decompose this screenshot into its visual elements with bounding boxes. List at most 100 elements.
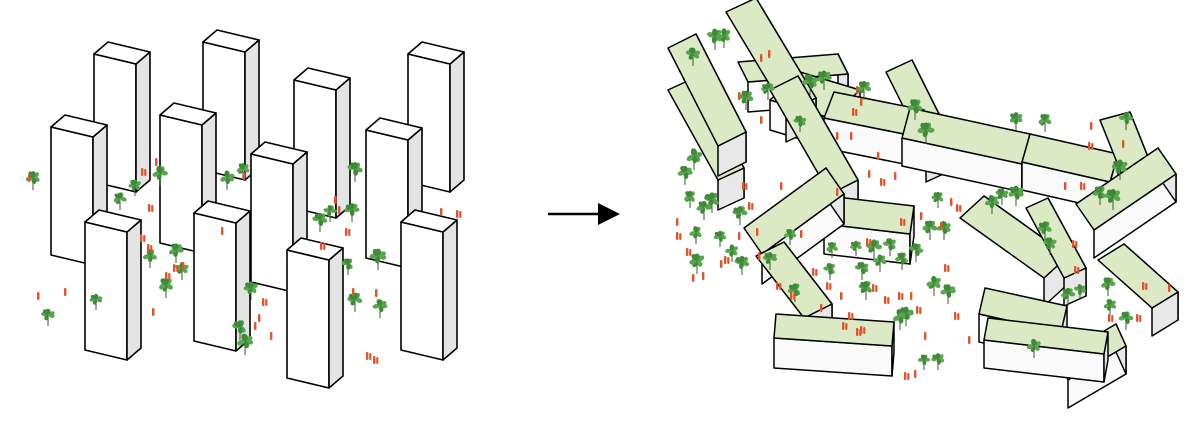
person-icon: [270, 332, 273, 340]
tree-icon: [1008, 185, 1024, 206]
person-icon: [836, 188, 839, 196]
tower-top-face: [84, 209, 142, 233]
tower-top-face: [293, 67, 351, 91]
tree-icon: [232, 320, 246, 340]
tree-icon: [922, 220, 938, 240]
person-icon: [1108, 314, 1114, 322]
person-icon: [1072, 240, 1078, 248]
green-roof: [773, 313, 895, 347]
tree-icon: [926, 275, 941, 296]
tower-front-face: [286, 249, 330, 389]
person-icon: [760, 54, 763, 62]
green-roof: [769, 75, 859, 195]
tree-icon: [917, 354, 931, 370]
tree-icon: [152, 166, 168, 186]
bar-building: [1097, 243, 1179, 337]
person-icon: [1136, 314, 1142, 322]
tree-icon: [826, 242, 838, 258]
tree-icon: [787, 283, 801, 302]
tree-icon: [341, 258, 353, 275]
tower-front-face: [84, 221, 128, 361]
person-icon: [373, 356, 379, 364]
tree-icon: [369, 248, 387, 270]
tree-icon: [732, 205, 748, 225]
tree-icon: [347, 162, 363, 182]
tree-icon: [734, 255, 750, 275]
person-icon: [790, 292, 796, 300]
person-icon: [954, 312, 960, 320]
person-icon: [842, 322, 848, 330]
person-icon: [724, 256, 730, 264]
person-icon: [155, 158, 158, 166]
tree-icon: [823, 263, 835, 280]
tree-icon: [41, 308, 55, 326]
person-icon: [872, 284, 878, 292]
tree-icon: [908, 243, 924, 262]
green-roof: [755, 241, 833, 319]
tower-top-face: [159, 102, 217, 126]
person-icon: [173, 264, 179, 272]
tree-icon: [1043, 237, 1057, 255]
tree-icon: [1037, 221, 1052, 240]
person-icon: [856, 328, 862, 336]
person-icon: [840, 292, 843, 300]
tree-icon: [866, 239, 883, 260]
person-icon: [758, 252, 761, 260]
green-roof: [983, 317, 1109, 355]
tower-top-face: [400, 209, 458, 233]
tower-side-face: [449, 51, 465, 193]
tree-icon: [347, 292, 363, 312]
person-icon: [898, 292, 904, 300]
tree-icon: [689, 226, 702, 244]
tower: [286, 237, 344, 389]
person-icon: [826, 282, 832, 290]
tree-icon: [1103, 299, 1117, 316]
person-icon: [1122, 140, 1125, 148]
tree-icon: [907, 99, 923, 120]
tree-icon: [873, 254, 887, 272]
person-icon: [868, 170, 871, 178]
person-icon: [140, 234, 146, 242]
tower-side-face: [328, 247, 344, 389]
tree-icon: [1111, 159, 1128, 180]
person-icon: [738, 92, 741, 100]
person-icon: [894, 172, 897, 180]
person-icon: [812, 268, 818, 276]
person-icon: [848, 312, 854, 320]
tree-icon: [793, 115, 807, 132]
person-icon: [64, 288, 67, 296]
bar-building: [667, 33, 747, 177]
tree-icon: [677, 165, 693, 185]
tree-icon: [1038, 113, 1052, 132]
person-icon: [366, 352, 372, 360]
tree-icon: [882, 238, 896, 256]
tower-top-face: [407, 41, 465, 65]
tree-icon: [801, 74, 819, 95]
person-icon: [182, 262, 185, 270]
tree-icon: [159, 277, 173, 298]
person-icon: [686, 248, 692, 256]
tree-icon: [312, 212, 328, 232]
after-interlocking-bar-layout: [667, 0, 1179, 409]
tree-icon: [738, 90, 754, 110]
tree-icon: [372, 299, 388, 318]
person-icon: [165, 272, 171, 280]
tower-side-face: [442, 219, 458, 361]
tree-icon: [686, 148, 703, 170]
person-icon: [916, 306, 922, 314]
person-icon: [884, 296, 890, 304]
tree-icon: [936, 220, 951, 240]
tree-icon: [89, 293, 103, 310]
green-roof: [743, 167, 845, 255]
tree-icon: [856, 80, 872, 100]
person-icon: [345, 228, 351, 236]
tree-icon: [783, 228, 797, 245]
tower-side-face: [126, 219, 142, 361]
tree-icon: [236, 163, 250, 180]
tree-icon: [220, 170, 235, 190]
tower-top-face: [93, 41, 151, 65]
arrow-right-icon: [548, 203, 620, 225]
tree-icon: [237, 333, 254, 355]
person-icon: [748, 202, 754, 210]
tree-icon: [762, 252, 778, 270]
